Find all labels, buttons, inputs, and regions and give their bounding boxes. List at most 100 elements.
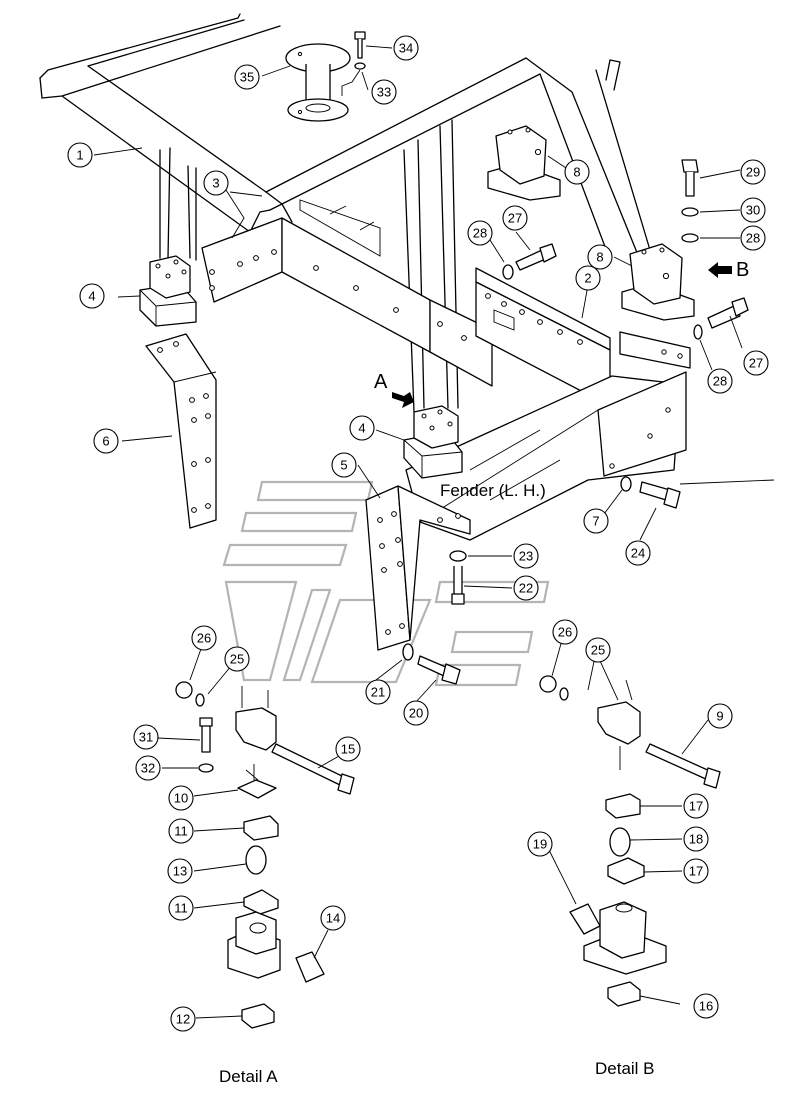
callout-11-lower: 11 <box>168 895 194 921</box>
svg-text:4: 4 <box>88 289 95 304</box>
callout-15: 15 <box>335 736 361 762</box>
callout-31: 31 <box>133 724 159 750</box>
callout-26-b: 26 <box>552 619 578 645</box>
svg-text:12: 12 <box>176 1012 190 1027</box>
callout-20: 20 <box>403 700 429 726</box>
bracket-5 <box>365 485 471 651</box>
detail-b-caption: Detail B <box>595 1059 655 1078</box>
detail-a-caption: Detail A <box>219 1067 278 1086</box>
view-letter-b: B <box>736 259 749 281</box>
svg-text:24: 24 <box>631 546 645 561</box>
bracket-b-housing <box>597 701 641 745</box>
callout-17-lower: 17 <box>683 858 709 884</box>
svg-text:23: 23 <box>519 549 533 564</box>
callout-6: 6 <box>93 428 119 454</box>
svg-text:27: 27 <box>749 356 763 371</box>
washer-32 <box>198 763 214 773</box>
svg-text:28: 28 <box>746 231 760 246</box>
callout-8-top: 8 <box>564 159 590 185</box>
svg-text:17: 17 <box>689 864 703 879</box>
callout-3: 3 <box>203 170 229 196</box>
washer-7 <box>620 476 632 492</box>
svg-text:30: 30 <box>746 203 760 218</box>
svg-text:17: 17 <box>689 799 703 814</box>
washer-28-right <box>681 233 699 243</box>
cap-16 <box>607 981 641 1007</box>
fender-label: Fender (L. H.) <box>440 481 546 500</box>
svg-text:31: 31 <box>139 730 153 745</box>
callout-16: 16 <box>693 993 719 1019</box>
svg-text:26: 26 <box>197 631 211 646</box>
bushing-18 <box>609 827 631 857</box>
svg-text:10: 10 <box>174 791 188 806</box>
washer-33 <box>341 62 366 96</box>
side-rail <box>201 199 493 387</box>
bushing-13 <box>245 845 267 875</box>
svg-text:13: 13 <box>173 864 187 879</box>
callout-13: 13 <box>167 858 193 884</box>
bolt-29 <box>681 159 699 197</box>
washer-21 <box>402 643 414 661</box>
block-11-upper <box>243 815 279 841</box>
mount-bracket-8-top <box>487 125 561 201</box>
svg-text:5: 5 <box>340 458 347 473</box>
callout-1: 1 <box>67 142 93 168</box>
nut-26-a <box>175 681 193 699</box>
callout-22: 22 <box>513 575 539 601</box>
callout-30: 30 <box>740 197 766 223</box>
callout-35: 35 <box>234 64 260 90</box>
svg-text:19: 19 <box>533 837 547 852</box>
svg-text:27: 27 <box>508 211 522 226</box>
block-17-upper <box>605 793 641 819</box>
callout-17-upper: 17 <box>683 793 709 819</box>
callout-27-right: 27 <box>743 350 769 376</box>
callout-25-b: 25 <box>585 637 611 663</box>
cap-12 <box>241 1003 275 1029</box>
callout-2: 2 <box>575 265 601 291</box>
bolt-24 <box>639 479 775 509</box>
svg-text:26: 26 <box>558 625 572 640</box>
svg-text:28: 28 <box>473 226 487 241</box>
washer-30 <box>681 207 699 217</box>
callout-12: 12 <box>170 1006 196 1032</box>
callout-9: 9 <box>707 703 733 729</box>
svg-text:35: 35 <box>240 70 254 85</box>
detail-a-assembly <box>175 681 355 1029</box>
bolt-9 <box>645 743 713 781</box>
svg-text:25: 25 <box>591 643 605 658</box>
svg-text:7: 7 <box>592 514 599 529</box>
svg-text:14: 14 <box>326 911 340 926</box>
bushing-19 <box>569 903 601 935</box>
callout-7: 7 <box>583 508 609 534</box>
callout-8-right: 8 <box>587 244 613 270</box>
svg-text:15: 15 <box>341 742 355 757</box>
svg-text:8: 8 <box>573 165 580 180</box>
callout-27-top: 27 <box>502 205 528 231</box>
svg-text:18: 18 <box>689 832 703 847</box>
filler-cap-35 <box>285 43 351 122</box>
block-11-lower <box>243 889 279 915</box>
callout-21: 21 <box>365 679 391 705</box>
callout-24: 24 <box>625 540 651 566</box>
washer-25-a <box>195 693 205 707</box>
callout-33: 33 <box>371 79 397 105</box>
fender-lh <box>405 331 691 541</box>
svg-text:34: 34 <box>399 41 413 56</box>
callout-18: 18 <box>683 826 709 852</box>
svg-text:8: 8 <box>596 250 603 265</box>
svg-text:20: 20 <box>409 706 423 721</box>
block-17-lower <box>607 857 645 885</box>
callout-4-left: 4 <box>79 283 105 309</box>
washer-25-b <box>559 687 569 701</box>
mount-4-center <box>403 405 463 479</box>
view-letter-a: A <box>374 371 388 393</box>
bolt-27-top <box>515 243 557 271</box>
mount-4-left <box>139 255 197 327</box>
svg-text:32: 32 <box>141 761 155 776</box>
left-bracket-6 <box>145 333 217 529</box>
svg-text:9: 9 <box>716 709 723 724</box>
callout-32: 32 <box>135 755 161 781</box>
bolt-27-right <box>707 297 749 329</box>
